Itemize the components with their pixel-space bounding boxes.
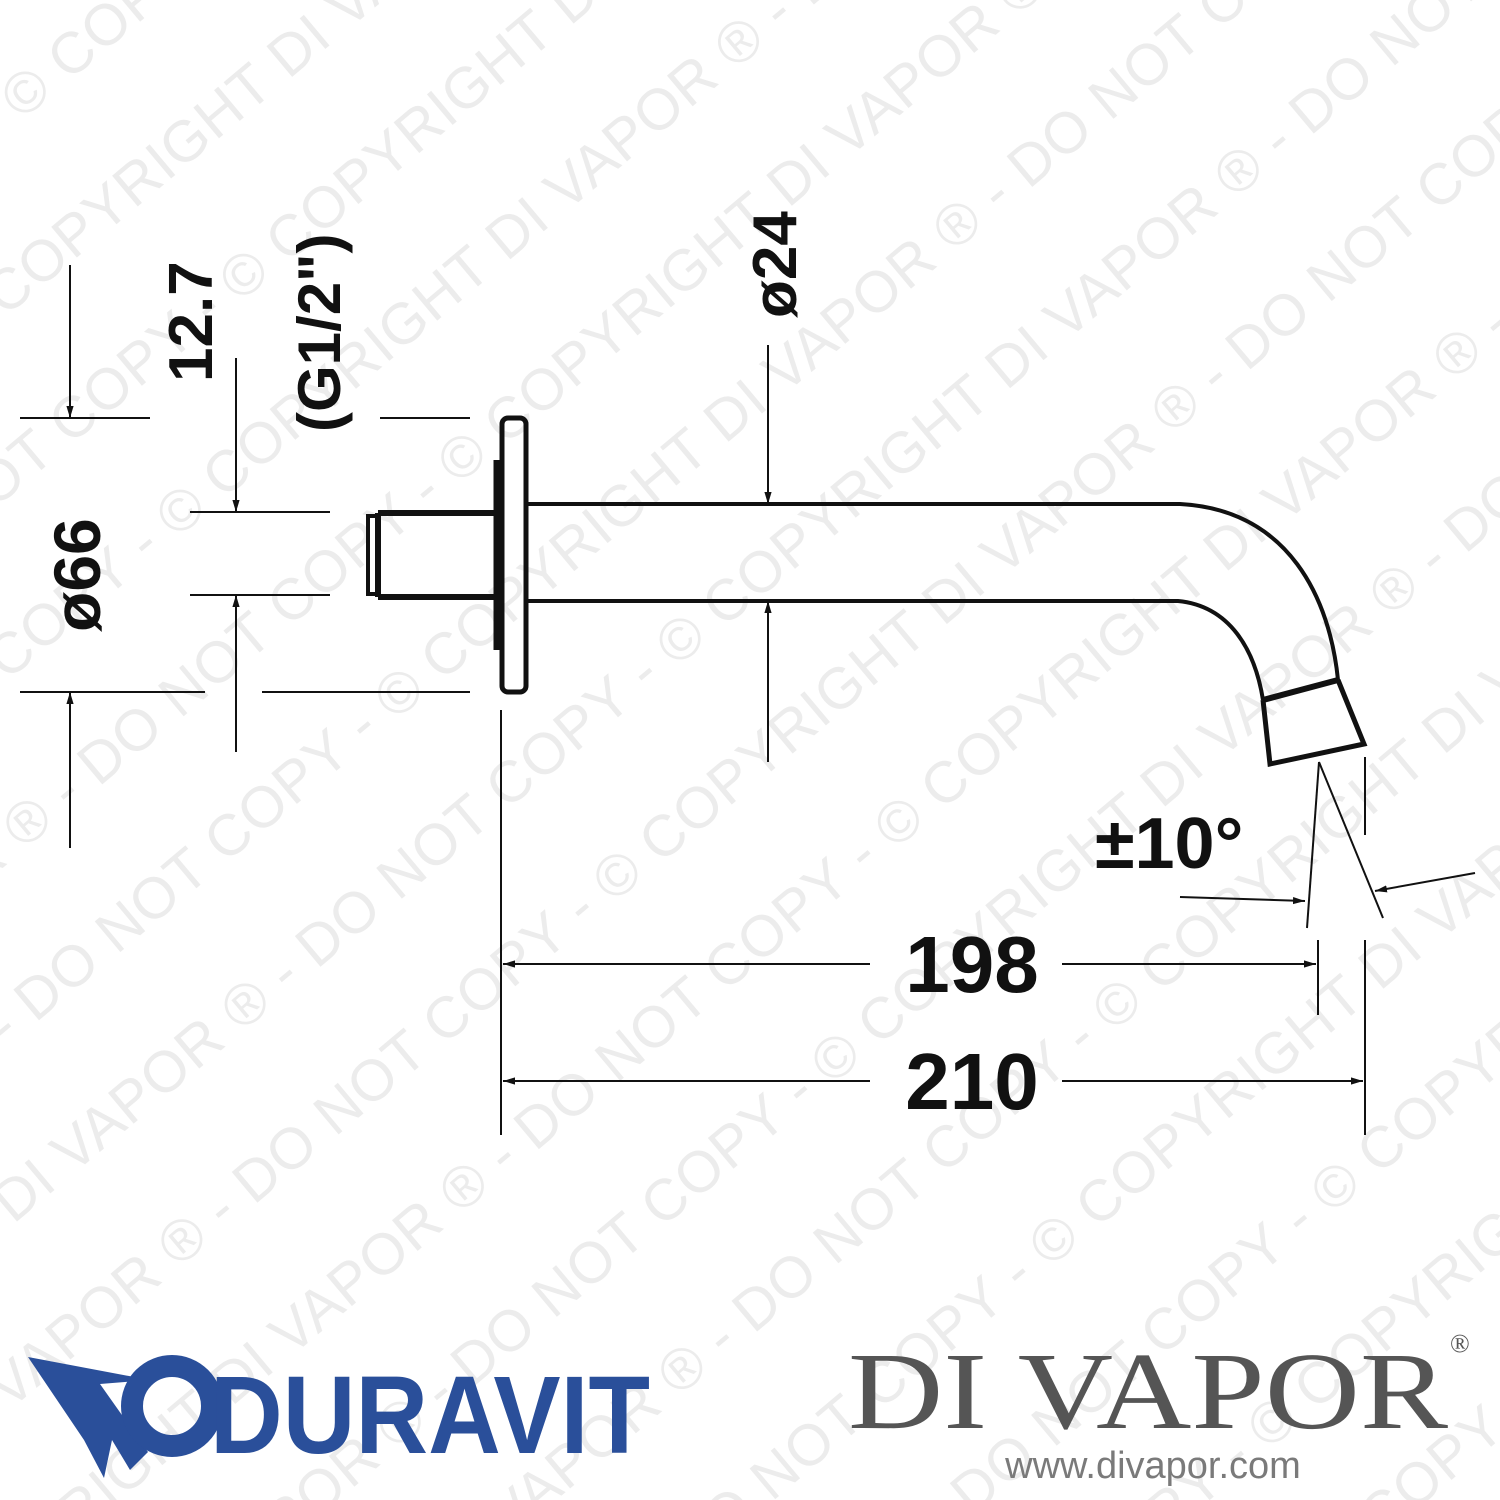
dimension-projection: 198 210 — [500, 710, 1366, 1135]
aerator-body — [1260, 679, 1368, 768]
duravit-o-ring — [121, 1355, 223, 1457]
label-thread-height: 12.7 — [157, 261, 226, 382]
dimension-rosette-diameter: ø66 — [20, 265, 470, 848]
duravit-wordmark: DURAVIT — [210, 1354, 650, 1477]
label-thread-size: (G1/2") — [286, 234, 353, 433]
divapor-logo: DI VAPOR ® www.divapor.com — [848, 1329, 1470, 1487]
dimension-thread: 12.7 (G1/2") — [157, 234, 353, 752]
divapor-wordmark: DI VAPOR — [848, 1330, 1449, 1452]
duravit-logo: DURAVIT — [28, 1354, 650, 1478]
dimension-spout-diameter: ø24 — [741, 211, 810, 762]
label-projection-total: 210 — [905, 1037, 1038, 1126]
watermark-text: © COPYRIGHT DI VAPOR ® - DO NOT COPY - ©… — [242, 0, 1500, 1500]
spout-body — [366, 415, 1368, 768]
aerator-joint — [1262, 677, 1339, 703]
label-spout-diameter: ø24 — [741, 211, 810, 318]
label-rosette-diameter: ø66 — [40, 518, 114, 632]
label-projection-inner: 198 — [905, 920, 1038, 1009]
duravit-bird-icon — [28, 1357, 150, 1478]
dimension-outlet-angle: ±10° — [1095, 757, 1476, 929]
spout-pipe-top — [526, 502, 1340, 681]
thread-end-ring — [366, 514, 380, 596]
divapor-registered-mark: ® — [1450, 1329, 1470, 1358]
spout-pipe-bottom — [526, 599, 1265, 701]
divapor-url: www.divapor.com — [1004, 1445, 1301, 1487]
label-outlet-angle: ±10° — [1095, 804, 1243, 884]
